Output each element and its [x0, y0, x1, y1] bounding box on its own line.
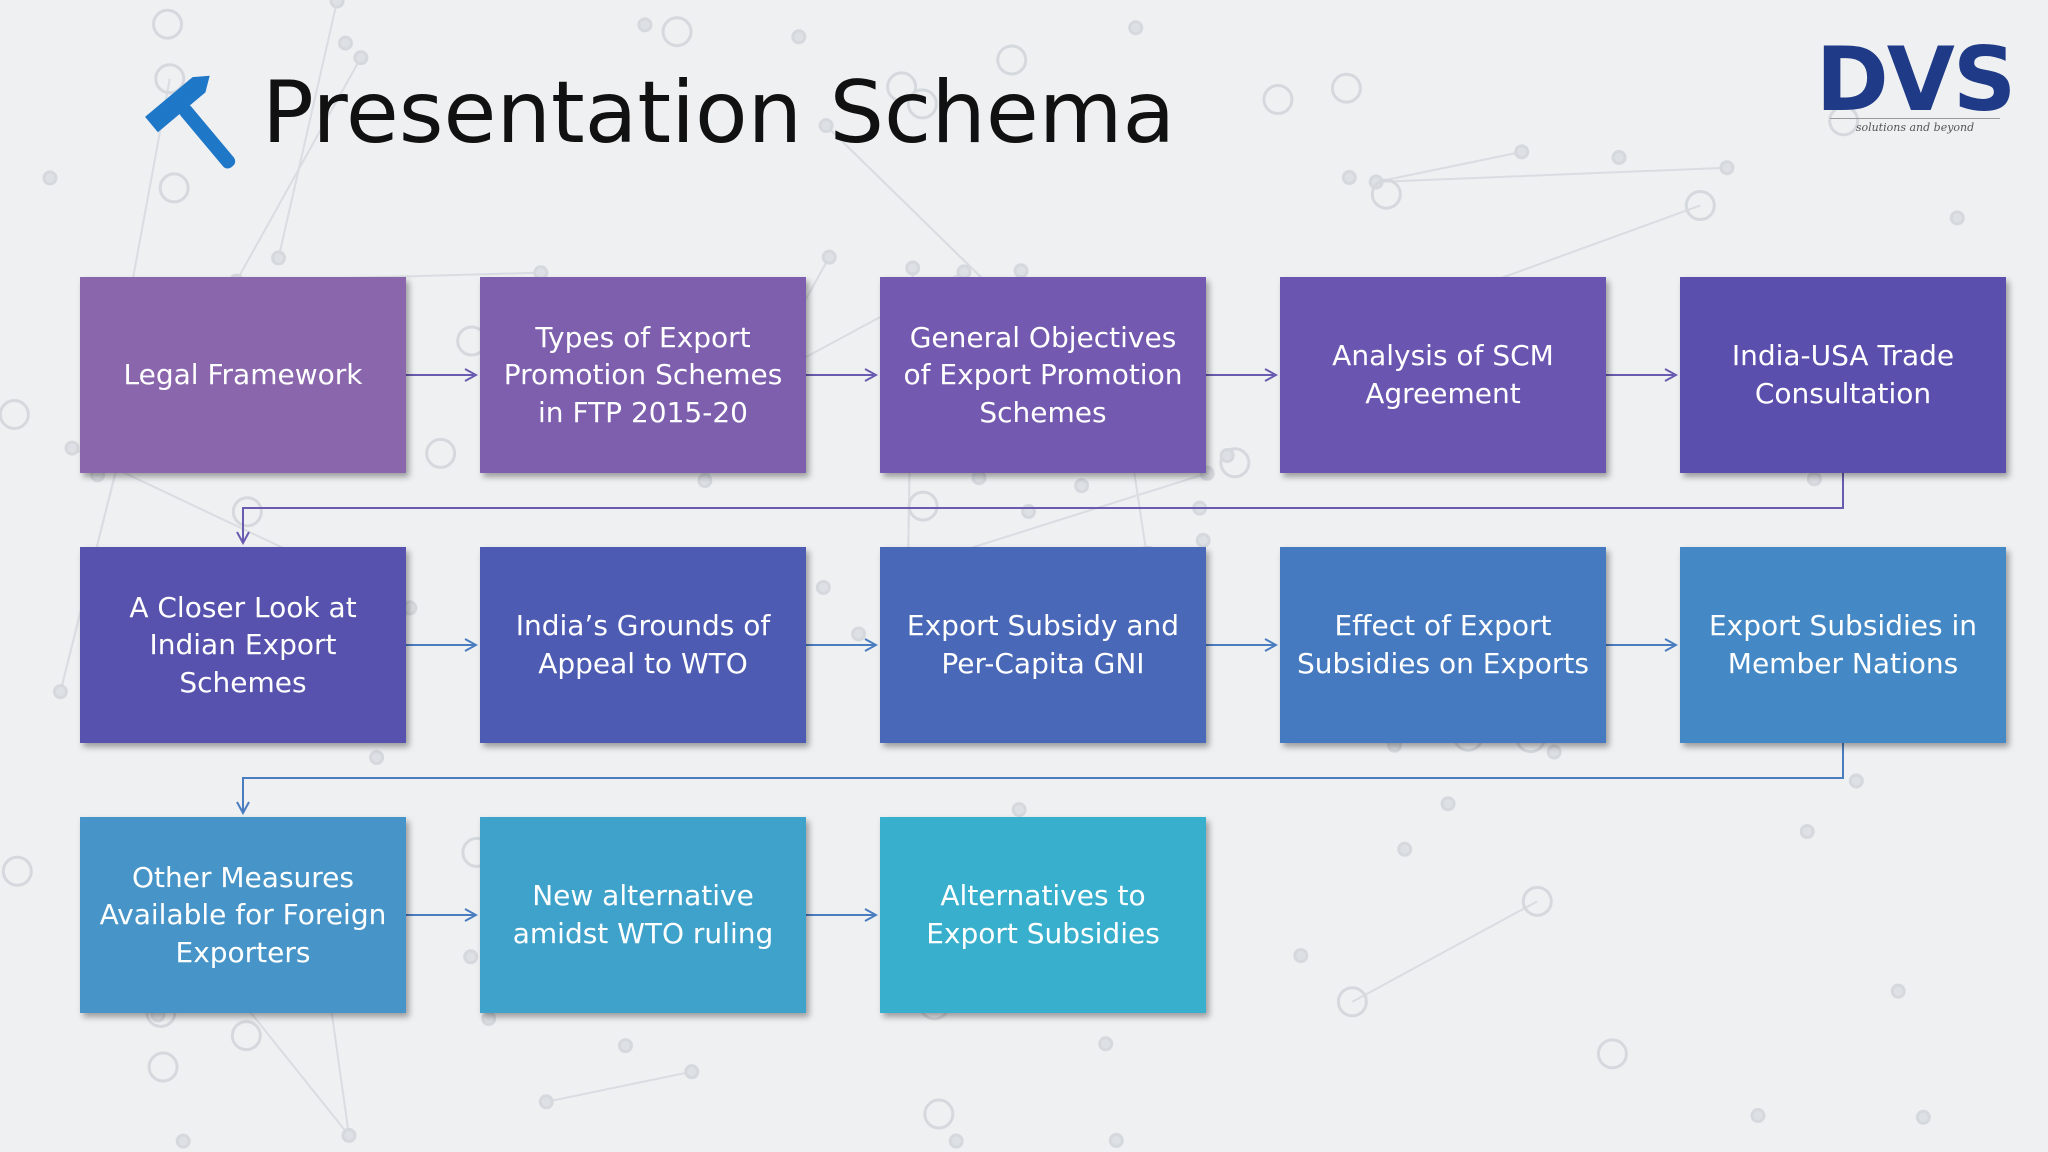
- flow-step-4: Analysis of SCM Agreement: [1280, 277, 1606, 473]
- flow-step-5: India-USA Trade Consultation: [1680, 277, 2006, 473]
- flow-step-11: Other Measures Available for Foreign Exp…: [80, 817, 406, 1013]
- logo-tagline: solutions and beyond: [1830, 118, 2000, 134]
- logo-text: DVS: [1815, 28, 2017, 131]
- dvs-logo: DVS solutions and beyond: [1810, 30, 2020, 140]
- flow-step-12: New alternative amidst WTO ruling: [480, 817, 806, 1013]
- flow-step-1: Legal Framework: [80, 277, 406, 473]
- hammer-icon: [140, 72, 250, 172]
- flow-step-10: Export Subsidies in Member Nations: [1680, 547, 2006, 743]
- flow-step-8: Export Subsidy and Per-Capita GNI: [880, 547, 1206, 743]
- page-title: Presentation Schema: [262, 63, 1176, 163]
- flow-step-9: Effect of Export Subsidies on Exports: [1280, 547, 1606, 743]
- flow-step-2: Types of Export Promotion Schemes in FTP…: [480, 277, 806, 473]
- flow-step-13: Alternatives to Export Subsidies: [880, 817, 1206, 1013]
- flow-step-6: A Closer Look at Indian Export Schemes: [80, 547, 406, 743]
- flow-step-7: India’s Grounds of Appeal to WTO: [480, 547, 806, 743]
- flow-step-3: General Objectives of Export Promotion S…: [880, 277, 1206, 473]
